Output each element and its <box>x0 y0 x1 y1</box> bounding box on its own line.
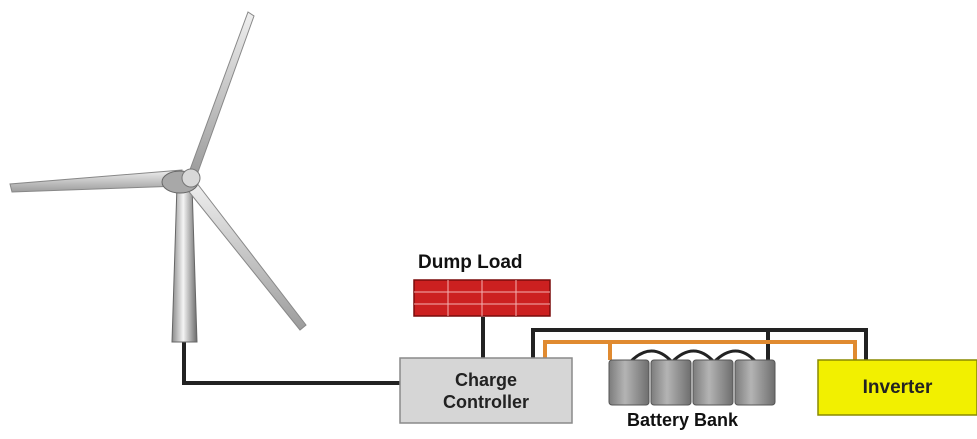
wind-turbine <box>9 11 307 343</box>
turbine-blade-right <box>185 181 307 331</box>
dark-bus-wire <box>531 328 868 360</box>
battery-bank <box>608 359 776 406</box>
turbine-hub <box>181 168 201 188</box>
turbine-blade-up <box>187 11 255 176</box>
battery-cell <box>734 359 776 406</box>
charge-controller-box <box>399 357 573 424</box>
turbine-tower <box>171 184 198 343</box>
charge-controller-label-line2: Controller <box>442 391 529 412</box>
charge-controller-label-line1: Charge <box>454 369 517 390</box>
dump-load-label: Dump Load <box>418 252 523 273</box>
inverter-box <box>817 359 977 416</box>
inverter-label: Inverter <box>862 376 933 398</box>
turbine-to-controller-wire <box>182 335 400 385</box>
dump-load-panel <box>413 279 551 317</box>
turbine-blade-left <box>9 169 183 193</box>
battery-cell <box>650 359 692 406</box>
battery-cell <box>692 359 734 406</box>
battery-bank-label: Battery Bank <box>627 410 739 430</box>
wiring <box>182 317 868 385</box>
orange-bus-wire <box>543 340 857 360</box>
battery-interconnect-arcs <box>628 349 758 365</box>
charge-controller-label: Charge Controller <box>400 358 572 423</box>
battery-cell <box>608 359 650 406</box>
